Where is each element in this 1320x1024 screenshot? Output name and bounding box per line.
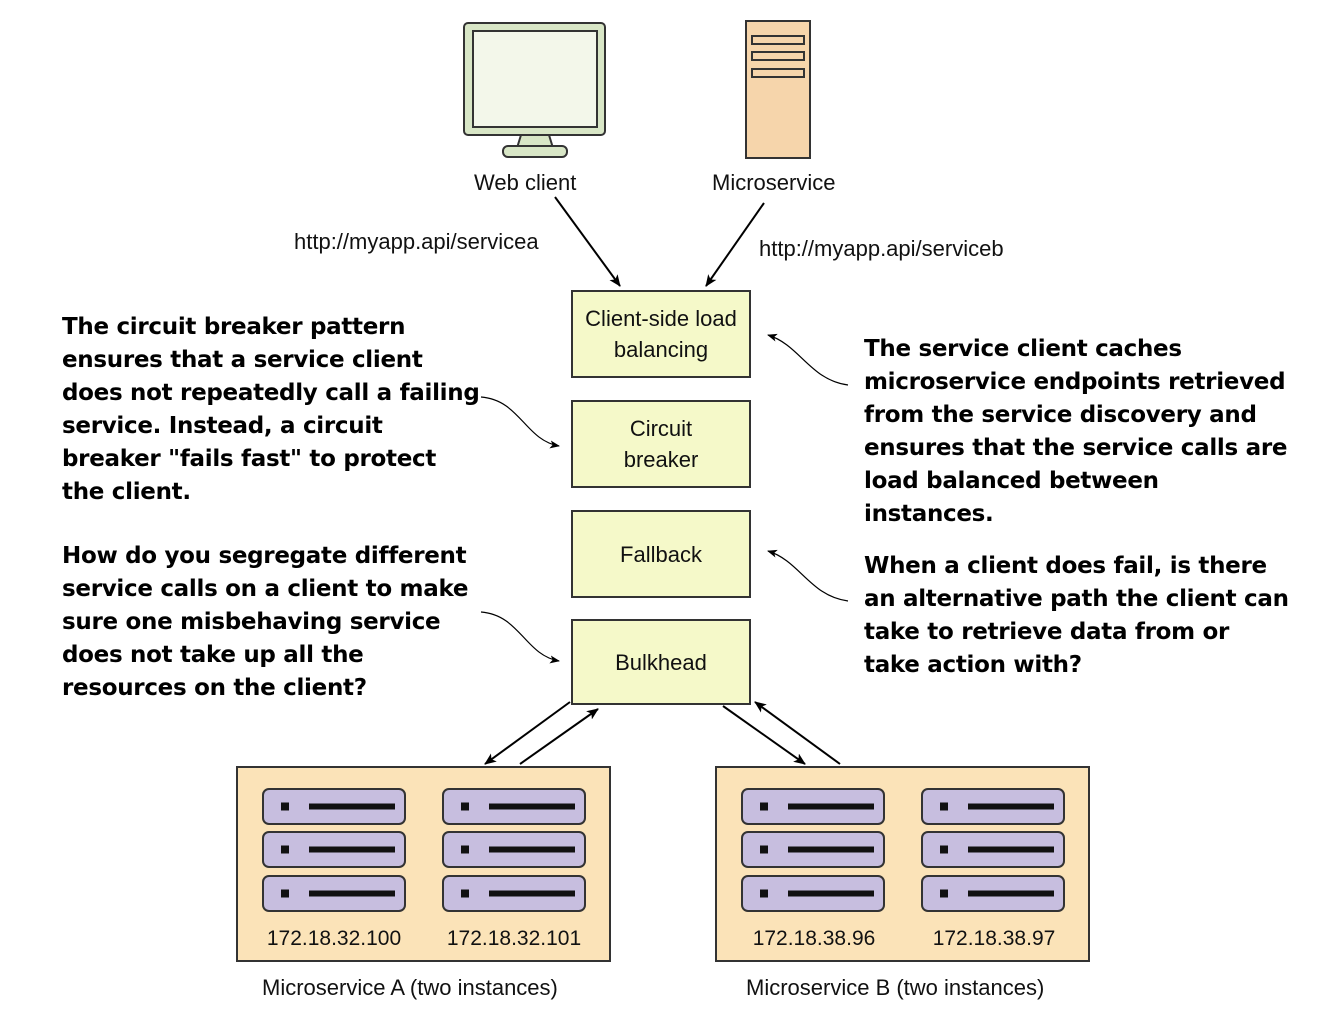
server-rack-icon bbox=[442, 831, 586, 868]
a-to-bulkhead-arrow bbox=[519, 708, 599, 765]
microservice-label: Microservice bbox=[712, 170, 836, 195]
b-to-bulkhead-arrow bbox=[754, 701, 841, 765]
server-rack-icon bbox=[442, 875, 586, 912]
fallback-note: When a client does fail, is there an alt… bbox=[864, 553, 1289, 678]
circuit-breaker-note: The circuit breaker pattern ensures that… bbox=[62, 314, 480, 505]
server-rack-icon bbox=[262, 788, 406, 825]
load-balancing-note: The service client caches microservice e… bbox=[864, 336, 1288, 527]
load-balancing-box: Client-side load balancing bbox=[571, 290, 751, 378]
circuit-breaker-label: Circuit breaker bbox=[623, 416, 699, 472]
ip-label: 172.18.32.100 bbox=[266, 927, 402, 950]
service-a-url: http://myapp.api/servicea bbox=[294, 229, 539, 254]
server-tower-icon bbox=[745, 20, 811, 159]
server-rack-icon bbox=[442, 788, 586, 825]
bulkhead-label: Bulkhead bbox=[615, 649, 707, 675]
web-client-arrow bbox=[554, 196, 621, 287]
server-rack-icon bbox=[741, 875, 885, 912]
load-balancing-label: Client-side load balancing bbox=[585, 306, 737, 362]
bulkhead-to-a-arrow bbox=[484, 701, 571, 765]
ip-label: 172.18.32.101 bbox=[446, 927, 582, 950]
ip-label: 172.18.38.97 bbox=[932, 927, 1056, 950]
fallback-note-arrow bbox=[767, 549, 849, 602]
ip-label: 172.18.38.96 bbox=[752, 927, 876, 950]
server-rack-icon bbox=[921, 831, 1065, 868]
microservice-arrow bbox=[705, 202, 765, 287]
bulkhead-note-arrow bbox=[480, 611, 560, 664]
service-b-url: http://myapp.api/serviceb bbox=[759, 236, 1004, 261]
bulkhead-box: Bulkhead bbox=[571, 619, 751, 705]
fallback-label: Fallback bbox=[620, 541, 702, 567]
monitor-icon bbox=[463, 22, 606, 158]
fallback-box: Fallback bbox=[571, 510, 751, 598]
server-rack-icon bbox=[262, 875, 406, 912]
circuit-breaker-box: Circuit breaker bbox=[571, 400, 751, 488]
server-rack-icon bbox=[741, 788, 885, 825]
server-rack-icon bbox=[262, 831, 406, 868]
bulkhead-to-b-arrow bbox=[722, 705, 806, 765]
bulkhead-note: How do you segregate different service c… bbox=[62, 543, 469, 701]
web-client-label: Web client bbox=[474, 170, 577, 195]
server-rack-icon bbox=[921, 788, 1065, 825]
server-rack-icon bbox=[921, 875, 1065, 912]
circuit-breaker-note-arrow bbox=[480, 396, 560, 449]
microservice-a-caption: Microservice A (two instances) bbox=[262, 975, 558, 1000]
server-rack-icon bbox=[741, 831, 885, 868]
microservice-b-caption: Microservice B (two instances) bbox=[746, 975, 1045, 1000]
load-balancing-note-arrow bbox=[767, 333, 849, 386]
